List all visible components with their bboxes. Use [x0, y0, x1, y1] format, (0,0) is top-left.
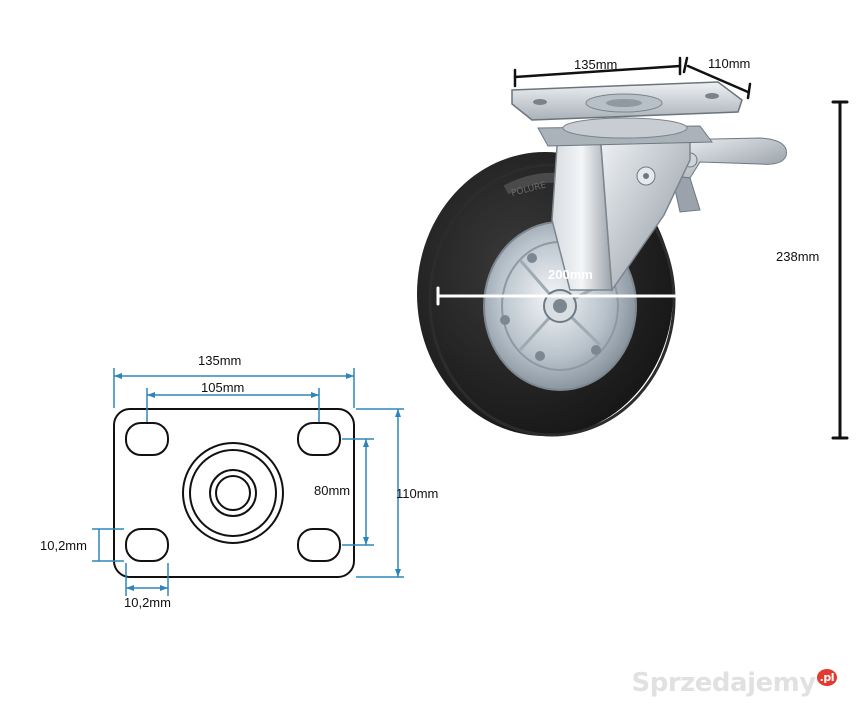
plate-outline	[113, 408, 355, 578]
wheel-diameter-dimension	[436, 286, 688, 306]
slot-top-right	[297, 422, 341, 456]
drawing-width-label: 135mm	[198, 353, 242, 368]
dimension-arrowheads	[114, 373, 401, 591]
plate-width-label: 135mm	[574, 57, 618, 72]
watermark-suffix: .pl	[816, 669, 837, 687]
plate-width-dimension	[513, 56, 682, 88]
swivel-head	[537, 117, 713, 147]
slot-bottom-left	[125, 528, 169, 562]
center-bearing	[182, 442, 284, 544]
plate-drawing	[92, 368, 404, 596]
total-height-dimension	[831, 100, 849, 440]
slot-top-left	[125, 422, 169, 456]
hole-spacing-y-label: 80mm	[314, 483, 351, 498]
wheel-diameter-label: 200mm	[548, 267, 593, 282]
top-plate	[511, 81, 743, 121]
fork	[551, 131, 691, 293]
slot-width-label: 10,2mm	[124, 595, 171, 610]
drawing-depth-label: 110mm	[396, 486, 439, 501]
watermark-text: Sprzedajemy	[631, 668, 817, 698]
mounting-slots	[125, 422, 341, 562]
slot-bottom-right	[297, 528, 341, 562]
total-height-label: 238mm	[776, 249, 820, 264]
plate-depth-label: 110mm	[708, 56, 751, 71]
hole-spacing-x-label: 105mm	[201, 380, 245, 395]
plate-depth-dimension	[682, 56, 752, 100]
caster-illustration: POLURE	[417, 56, 849, 440]
watermark-logo: Sprzedajemy.pl	[631, 668, 837, 698]
plate-dimension-lines	[92, 368, 404, 596]
slot-height-label: 10,2mm	[40, 538, 87, 553]
